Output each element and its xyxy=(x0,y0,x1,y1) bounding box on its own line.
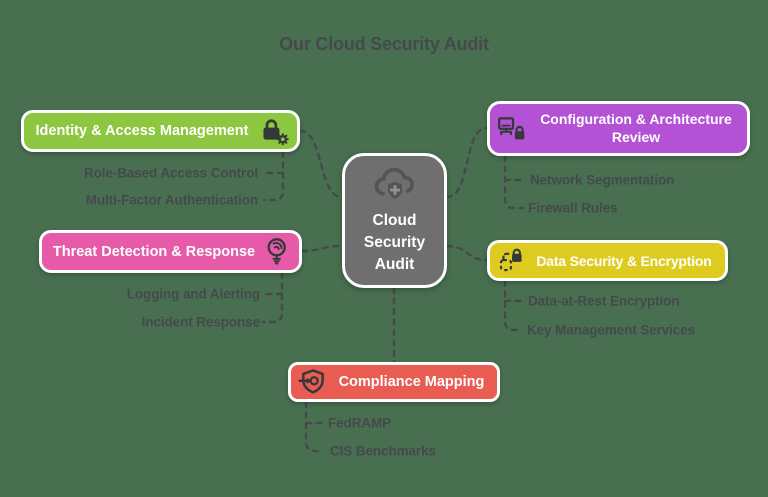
branch-configuration-architecture-review: Configuration & Architecture Review xyxy=(487,101,750,156)
sub-item-role-based-access-control: Role-Based Access Control xyxy=(83,165,258,181)
sub-item-network-segmentation: Network Segmentation xyxy=(530,172,675,188)
sub-item-incident-response: Incident Response xyxy=(141,314,260,330)
radar-scan-icon xyxy=(264,237,292,267)
diagram-title: Our Cloud Security Audit xyxy=(279,34,489,54)
branch-identity-access-management: Identity & Access Management xyxy=(21,110,300,152)
sub-item-firewall-rules: Firewall Rules xyxy=(528,200,618,216)
sub-item-cis-benchmarks: CIS Benchmarks xyxy=(330,443,436,459)
lock-gear-icon xyxy=(258,117,290,146)
branch-label: Threat Detection & Response xyxy=(52,243,256,260)
branch-label: Configuration & Architecture Review xyxy=(540,110,732,145)
cloud-shield-plus-icon xyxy=(369,165,421,207)
sub-item-logging-and-alerting: Logging and Alerting xyxy=(126,286,260,302)
sub-item-key-management-services: Key Management Services xyxy=(527,322,696,338)
shield-arrow-icon xyxy=(298,368,328,396)
branch-label: Compliance Mapping xyxy=(338,374,485,390)
sub-item-multi-factor-authentication: Multi-Factor Authentication xyxy=(85,192,258,208)
branch-data-security-encryption: Data Security & Encryption xyxy=(487,240,728,281)
branch-label: Identity & Access Management xyxy=(35,123,249,139)
branch-compliance-mapping: Compliance Mapping xyxy=(288,362,500,402)
monitor-lock-icon xyxy=(497,116,527,142)
center-node-cloud-security-audit: Cloud Security Audit xyxy=(342,153,447,288)
branch-threat-detection-response: Threat Detection & Response xyxy=(39,230,302,273)
sub-item-data-at-rest-encryption: Data-at-Rest Encryption xyxy=(528,293,680,309)
dashed-lock-icon xyxy=(497,247,525,274)
branch-label: Data Security & Encryption xyxy=(536,252,712,269)
sub-item-fedramp: FedRAMP xyxy=(328,415,392,431)
center-node-label: Cloud Security Audit xyxy=(363,212,426,273)
